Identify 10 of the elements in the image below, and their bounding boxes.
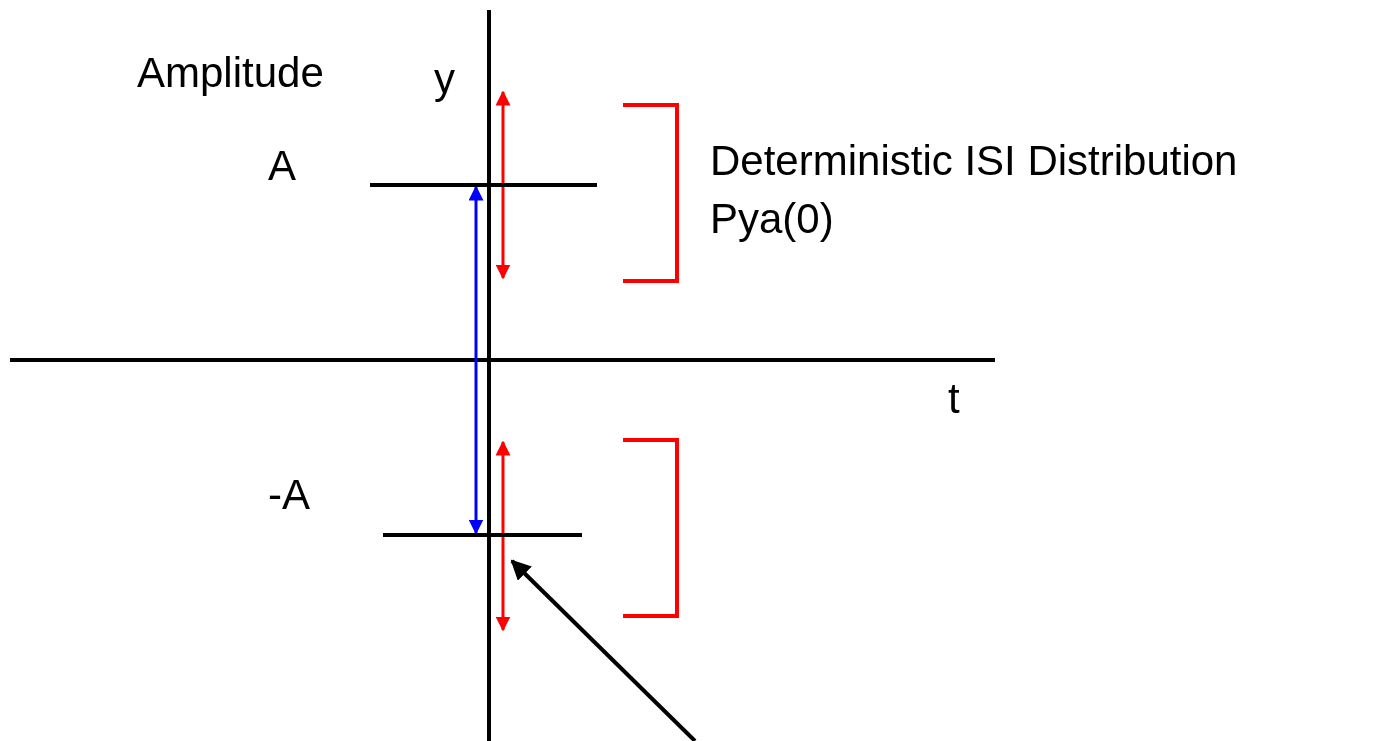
level-label: A bbox=[268, 145, 296, 187]
annotation-text: Pya(0) bbox=[710, 198, 834, 240]
double-arrow bbox=[468, 185, 484, 535]
axis-label: y bbox=[434, 58, 455, 100]
axis-label: t bbox=[948, 378, 960, 420]
arrow bbox=[510, 559, 697, 741]
annotation-text: Deterministic ISI Distribution bbox=[710, 140, 1238, 182]
level-line bbox=[370, 183, 597, 187]
level-label: -A bbox=[268, 474, 310, 516]
axis-title: Amplitude bbox=[137, 52, 324, 94]
